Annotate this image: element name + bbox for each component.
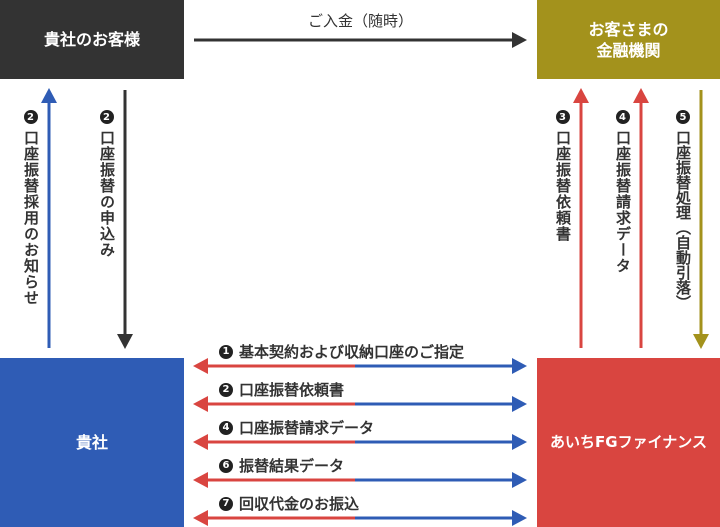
right-vertical-label-4: 4 口座振替請求データ xyxy=(613,110,634,274)
label: 口座振替の申込み xyxy=(98,130,116,258)
step-number: 4 xyxy=(616,110,630,124)
label: 口座振替請求データ xyxy=(239,419,375,437)
flow-arrow xyxy=(193,510,527,526)
step-number: 2 xyxy=(100,110,114,124)
step-number: 2 xyxy=(24,110,38,124)
right-up-arrow-3 xyxy=(573,88,589,348)
flow-label: 7 回収代金のお振込 xyxy=(219,493,359,514)
flow-label: 6 振替結果データ xyxy=(219,455,344,476)
label: 口座振替依頼書 xyxy=(554,130,572,242)
flow-label: 4 口座振替請求データ xyxy=(219,417,374,438)
label: 口座振替処理（自動引落） xyxy=(674,130,692,310)
left-up-arrow xyxy=(41,88,57,348)
step-number: 3 xyxy=(556,110,570,124)
right-vertical-label-3: 3 口座振替依頼書 xyxy=(553,110,574,242)
step-number: 5 xyxy=(676,110,690,124)
label: 口座振替依頼書 xyxy=(239,381,345,399)
step-number: 1 xyxy=(219,344,233,359)
customer-box: 貴社のお客様 xyxy=(0,0,184,79)
flow-arrow xyxy=(193,472,527,488)
label: 回収代金のお振込 xyxy=(239,495,360,513)
step-number: 7 xyxy=(219,496,233,511)
flow-arrow xyxy=(193,434,527,450)
finance-box: あいちFGファイナンス xyxy=(537,358,720,527)
company-box: 貴社 xyxy=(0,358,184,527)
flow-arrow xyxy=(193,358,527,374)
flow-arrow xyxy=(193,396,527,412)
left-down-arrow xyxy=(117,90,133,349)
left-vertical-label-2: 2 口座振替の申込み xyxy=(97,110,118,258)
left-vertical-label-1: 2 口座振替採用のお知らせ xyxy=(21,110,42,306)
top-arrow xyxy=(194,32,527,48)
label: 振替結果データ xyxy=(239,457,345,475)
right-down-arrow-5 xyxy=(693,90,709,349)
label: 口座振替請求データ xyxy=(614,130,632,274)
step-number: 4 xyxy=(219,420,233,435)
right-vertical-label-5: 5 口座振替処理（自動引落） xyxy=(673,110,694,310)
flow-label: 1 基本契約および収納口座のご指定 xyxy=(219,341,464,362)
step-number: 6 xyxy=(219,458,233,473)
top-arrow-label: ご入金（随時） xyxy=(308,12,414,30)
step-number: 2 xyxy=(219,382,233,397)
right-up-arrow-4 xyxy=(633,88,649,348)
flow-label: 2 口座振替依頼書 xyxy=(219,379,344,400)
label: 基本契約および収納口座のご指定 xyxy=(239,343,465,361)
customer-bank-box: お客さまの 金融機関 xyxy=(537,0,720,79)
label: 口座振替採用のお知らせ xyxy=(22,130,40,306)
